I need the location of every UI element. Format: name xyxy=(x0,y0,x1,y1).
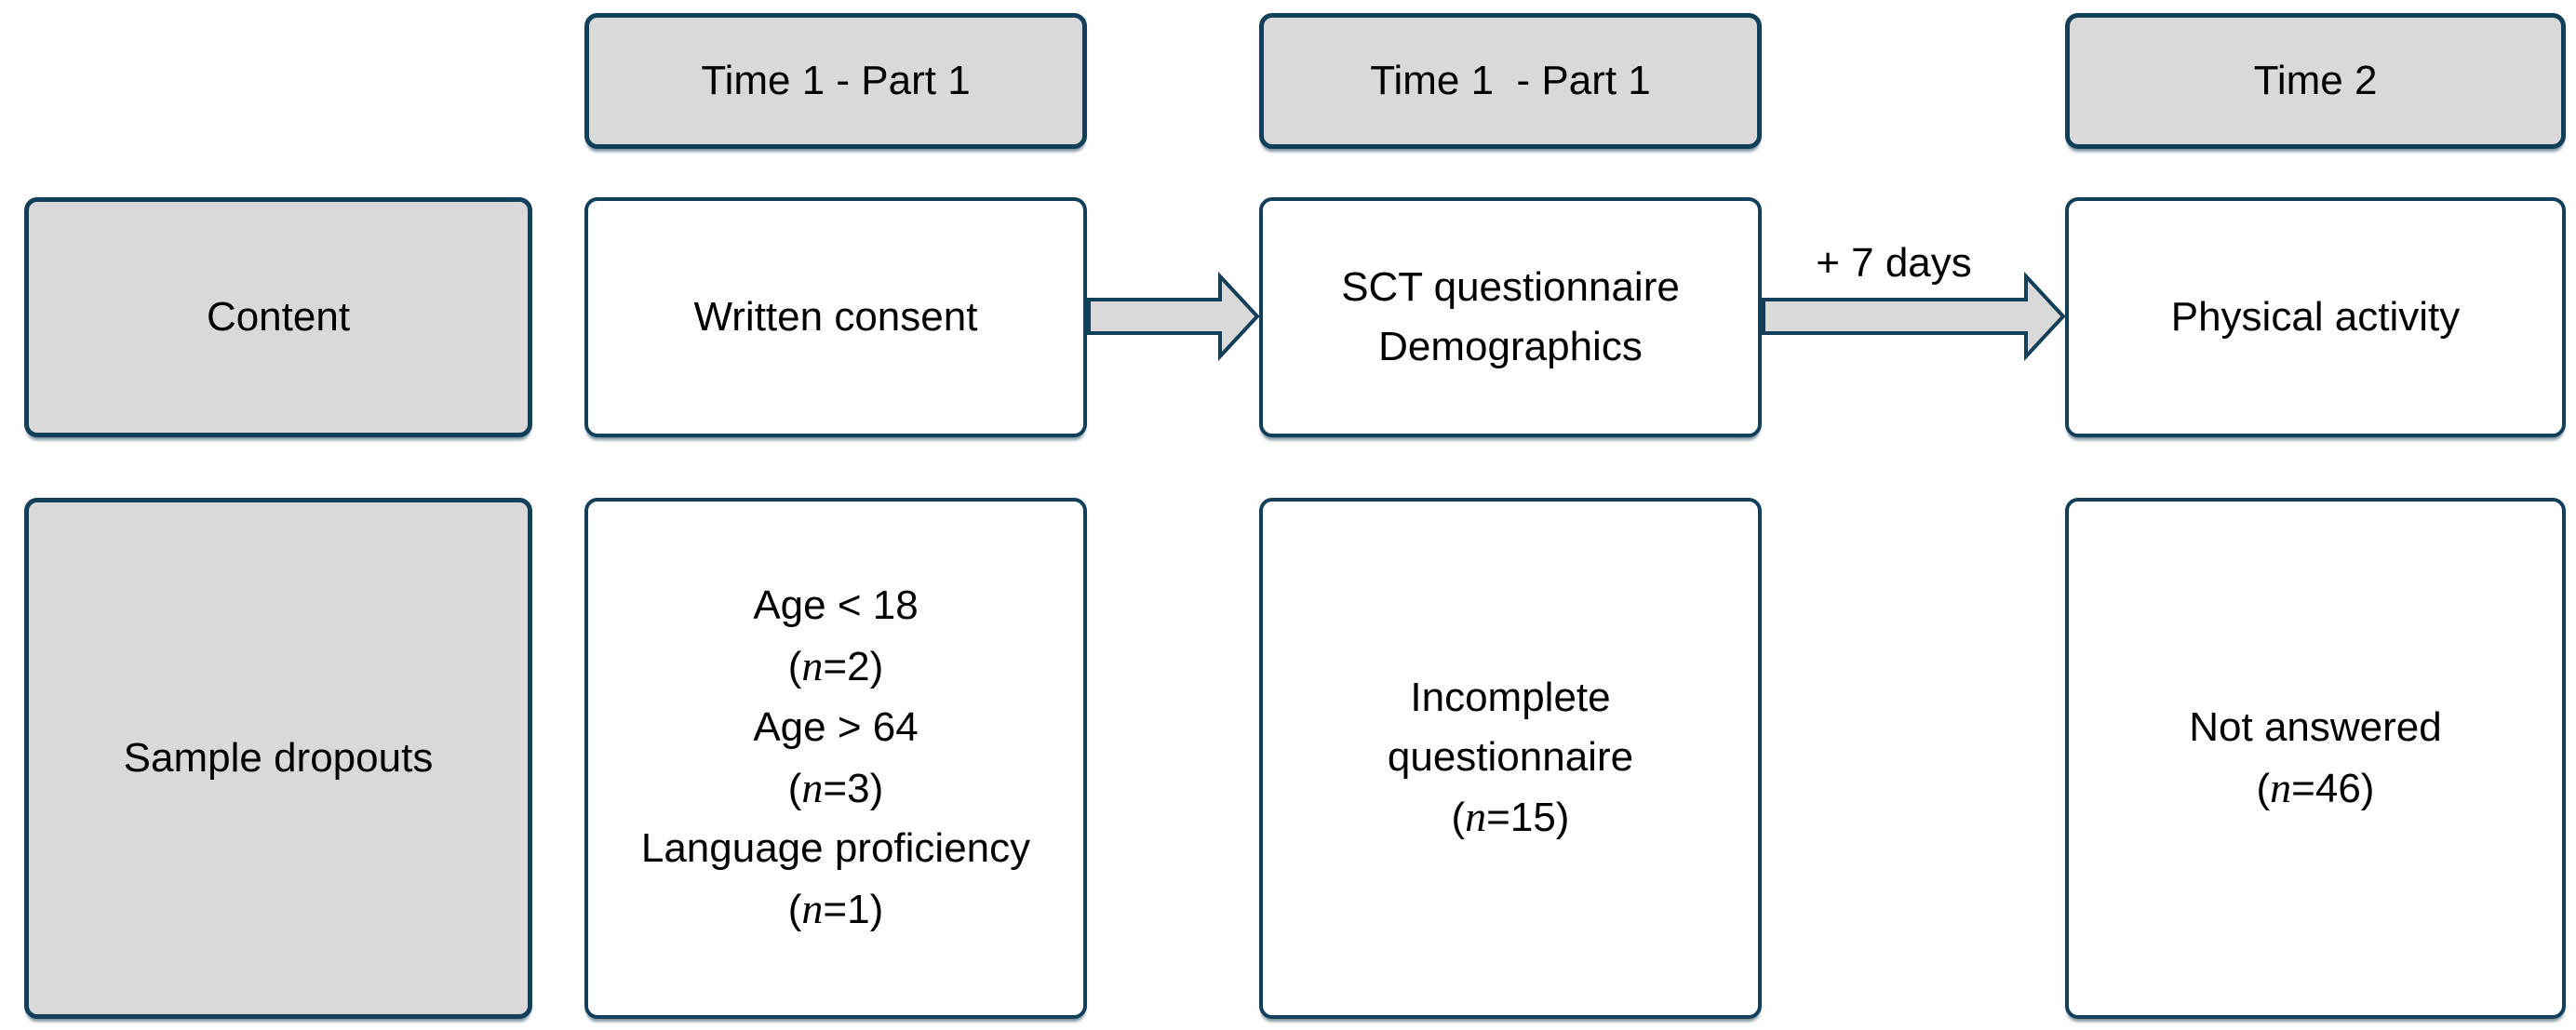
row-label-text: Sample dropouts xyxy=(123,735,434,782)
timeline-header-label: Time 2 xyxy=(2253,58,2378,104)
timeline-header-time1-part1: Time 1 - Part 1 xyxy=(584,13,1087,149)
sample-dropouts-row-label: Sample dropouts xyxy=(24,498,532,1019)
dropout-box-age-language: Age < 18(n=2)Age > 64(n=3)Language profi… xyxy=(584,498,1087,1019)
box-text: Not answered(n=46) xyxy=(2189,703,2442,811)
flow-arrow-consent-to-questionnaire-icon xyxy=(1087,271,1260,362)
dropout-box-not-answered: Not answered(n=46) xyxy=(2065,498,2566,1019)
timeline-header-label: Time 1 - Part 1 xyxy=(1370,58,1651,104)
row-label-text: Content xyxy=(206,294,351,341)
timeline-header-time2: Time 2 xyxy=(2065,13,2566,149)
timeline-header-label: Time 1 - Part 1 xyxy=(701,58,971,104)
content-row-label: Content xyxy=(24,197,532,437)
plus-seven-days-label: + 7 days xyxy=(1816,240,1972,286)
box-text: Written consent xyxy=(693,294,978,341)
timeline-header-time1-part1-second: Time 1 - Part 1 xyxy=(1259,13,1762,149)
box-text: Physical activity xyxy=(2170,294,2461,341)
physical-activity-box: Physical activity xyxy=(2065,197,2566,437)
flow-arrow-questionnaire-to-activity-icon xyxy=(1762,271,2066,362)
box-text: Age < 18(n=2)Age > 64(n=3)Language profi… xyxy=(640,582,1031,933)
written-consent-box: Written consent xyxy=(584,197,1087,437)
